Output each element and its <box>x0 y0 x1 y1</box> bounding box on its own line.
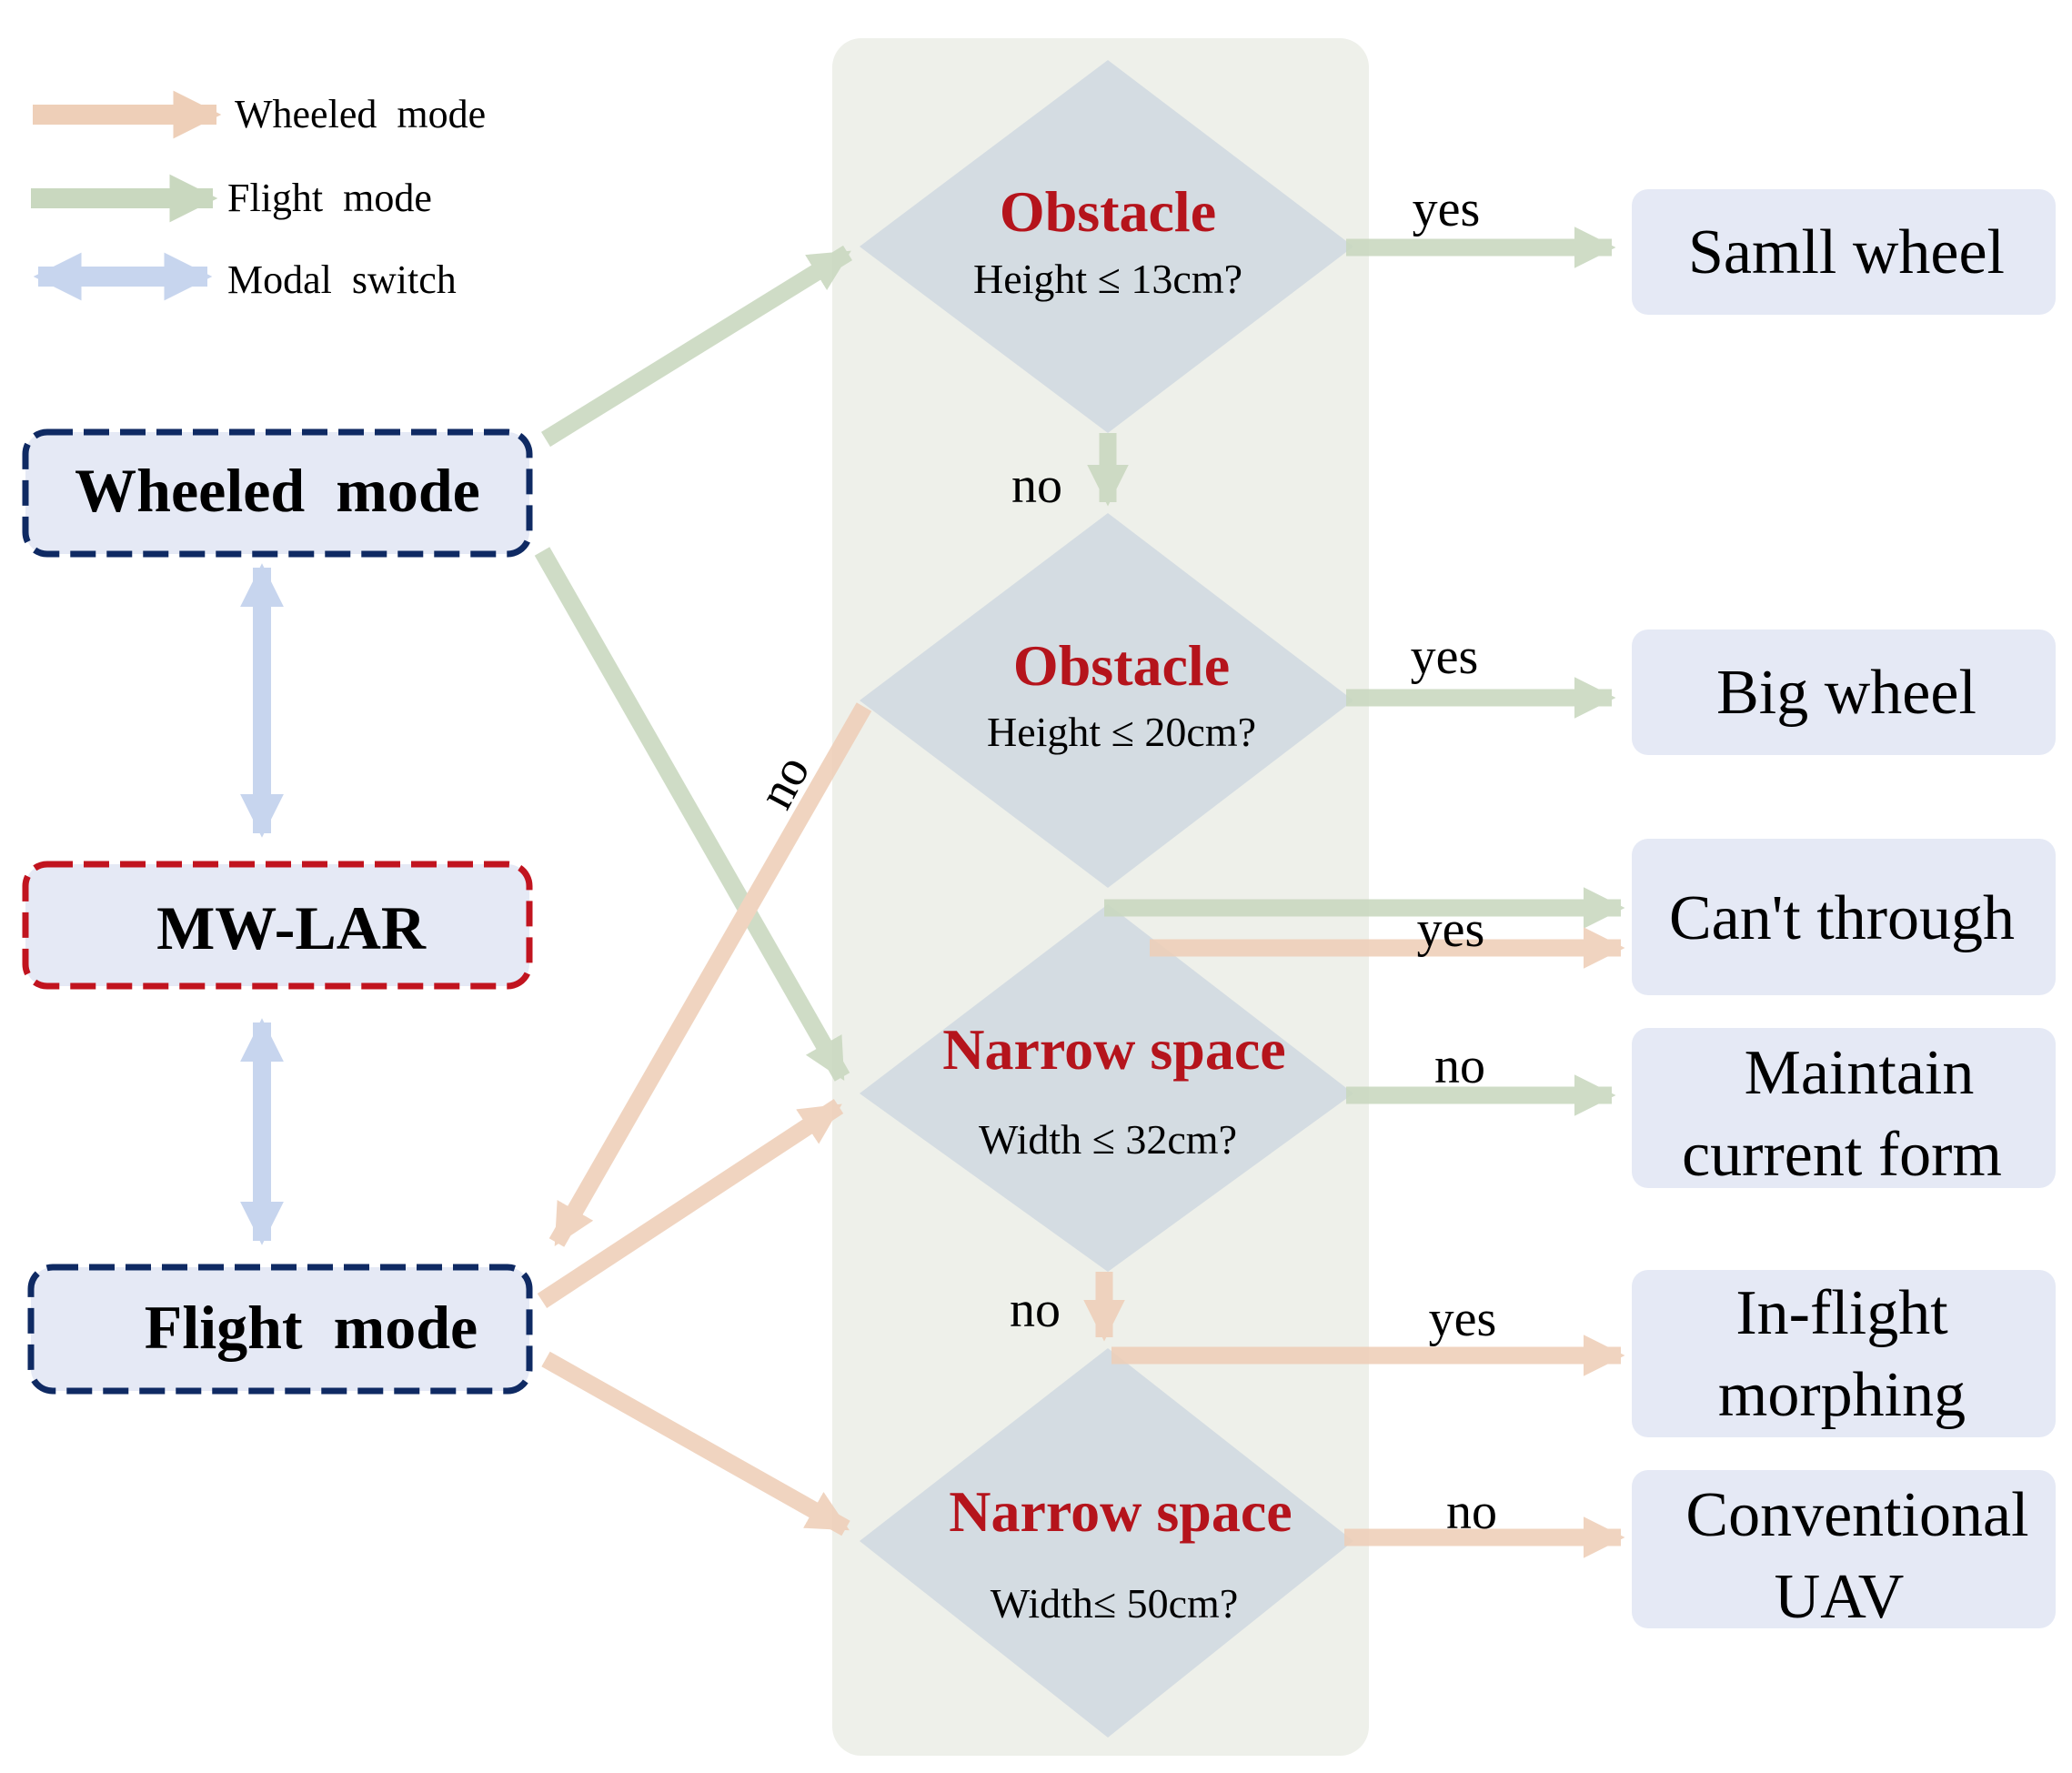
legend: Wheeled mode Flight mode Modal switch <box>31 90 486 302</box>
decision-diamond-1 <box>860 60 1353 433</box>
arrow-flight-to-d3 <box>537 1099 844 1308</box>
arrow-wheeled-to-d1 <box>541 245 852 448</box>
decision-3-title: Narrow space <box>942 1017 1285 1082</box>
outcome-inflight-box <box>1632 1270 2056 1437</box>
arrow-wheeled-to-d3 <box>534 547 850 1082</box>
edge-label-no-5: no <box>1446 1484 1497 1540</box>
legend-flight-label: Flight mode <box>227 176 432 220</box>
edge-label-yes-1: yes <box>1413 181 1481 237</box>
decision-panel <box>832 38 1369 1756</box>
legend-switch-label: Modal switch <box>227 257 457 302</box>
edge-label-no-4: no <box>1010 1282 1061 1338</box>
outcome-maintain-box <box>1632 1028 2056 1188</box>
decision-2-question: Height ≤ 20cm? <box>987 709 1256 755</box>
outcome-inflight-line1: In-flight <box>1735 1278 1948 1348</box>
outcome-maintain-line2: current form <box>1682 1120 2002 1190</box>
edge-label-yes-2: yes <box>1411 629 1479 685</box>
arrow-d2-no-to-flight <box>548 702 872 1247</box>
edge-label-no-3: no <box>1434 1038 1485 1094</box>
flight-mode-label: Flight mode <box>145 1293 478 1362</box>
decision-1-title: Obstacle <box>1000 179 1216 244</box>
outcome-big-wheel-label: Big wheel <box>1716 658 1976 728</box>
decision-diamond-4 <box>860 1348 1353 1738</box>
outcome-big-wheel-box <box>1632 630 2056 755</box>
outcome-conventional-line1: Conventional <box>1685 1480 2028 1550</box>
mw-lar-box <box>22 861 533 990</box>
flight-mode-box <box>27 1264 533 1395</box>
outcome-small-wheel-box <box>1632 189 2056 315</box>
legend-wheeled-label: Wheeled mode <box>235 92 486 136</box>
edge-label-yes-3: yes <box>1417 902 1485 958</box>
decision-4-title: Narrow space <box>949 1479 1292 1544</box>
outcome-conventional-box <box>1632 1470 2056 1628</box>
outcome-small-wheel-label: Samll wheel <box>1688 217 2005 287</box>
edge-label-yes-4: yes <box>1429 1291 1497 1347</box>
outcome-cant-through-label: Can't through <box>1669 883 2015 953</box>
wheeled-mode-label: Wheeled mode <box>75 456 480 525</box>
decision-1-question: Height ≤ 13cm? <box>973 256 1242 302</box>
decision-4-question: Width≤ 50cm? <box>991 1580 1239 1627</box>
mw-lar-label: MW-LAR <box>156 893 427 962</box>
wheeled-mode-box <box>22 428 533 558</box>
outcome-maintain-line1: Maintain <box>1745 1038 1975 1108</box>
arrow-flight-to-d4 <box>541 1351 850 1536</box>
outcome-conventional-line2: UAV <box>1775 1562 1905 1632</box>
outcome-inflight-line2: morphing <box>1718 1360 1966 1430</box>
outcome-cant-through-box <box>1632 839 2056 995</box>
decision-3-question: Width ≤ 32cm? <box>979 1116 1237 1163</box>
edge-label-no-1: no <box>1011 458 1062 514</box>
decision-diamond-3 <box>860 904 1353 1272</box>
decision-2-title: Obstacle <box>1013 633 1230 698</box>
decision-diamond-2 <box>860 513 1353 888</box>
